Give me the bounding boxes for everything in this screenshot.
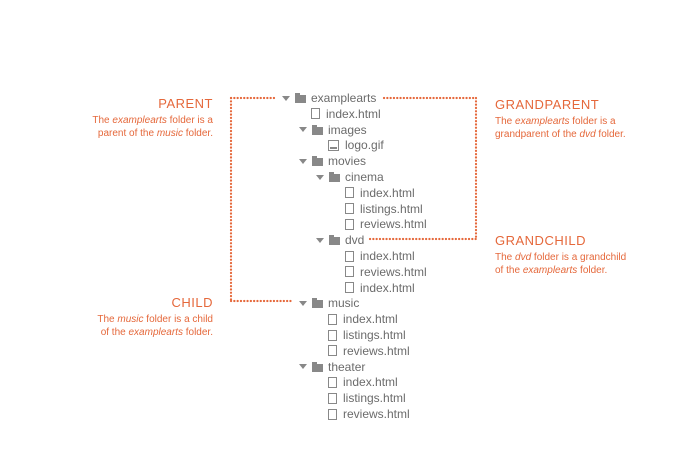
- folder-icon: [329, 235, 340, 246]
- tree-item-label: listings.html: [343, 328, 406, 342]
- caret-down-icon[interactable]: [282, 95, 290, 101]
- caret-down-icon[interactable]: [316, 174, 324, 180]
- tree-row-music-index[interactable]: index.html: [328, 311, 398, 327]
- tree-row-cinema[interactable]: cinema: [316, 169, 384, 185]
- tree-item-label: reviews.html: [360, 217, 427, 232]
- annotation-child-title: CHILD: [171, 295, 213, 310]
- tree-row-cinema-listings[interactable]: listings.html: [345, 201, 423, 217]
- tree-item-label: movies: [328, 154, 367, 169]
- tree-row-dvd[interactable]: dvd: [316, 232, 364, 248]
- caret-down-icon[interactable]: [316, 237, 324, 243]
- tree-row-dvd-index-2[interactable]: index.html: [345, 280, 415, 296]
- tree-row-dvd-index[interactable]: index.html: [345, 248, 415, 264]
- tree-row-examplearts[interactable]: examplearts: [282, 90, 376, 106]
- tree-row-cinema-reviews[interactable]: reviews.html: [345, 216, 427, 232]
- file-icon: [345, 203, 354, 215]
- tree-row-theater-listings[interactable]: listings.html: [328, 390, 406, 406]
- file-icon: [311, 108, 320, 120]
- tree-item-label: dvd: [345, 233, 365, 248]
- caret-down-icon[interactable]: [299, 364, 307, 370]
- file-icon: [328, 392, 337, 404]
- tree-item-label: examplearts: [311, 91, 377, 105]
- folder-icon: [312, 156, 323, 167]
- annotation-grandchild-title: GRANDCHILD: [495, 233, 586, 248]
- tree-item-label: listings.html: [360, 201, 423, 216]
- folder-icon: [329, 172, 340, 182]
- tree-item-label: index.html: [343, 375, 398, 390]
- file-icon: [328, 329, 337, 341]
- tree-item-label: reviews.html: [360, 264, 427, 279]
- caret-down-icon[interactable]: [299, 127, 307, 133]
- annotation-grandchild: GRANDCHILD The dvd folder is a grandchil…: [495, 233, 675, 277]
- tree-item-label: index.html: [360, 280, 415, 295]
- annotation-parent-title: PARENT: [158, 96, 213, 111]
- file-icon: [345, 282, 354, 294]
- tree-row-cinema-index[interactable]: index.html: [345, 185, 415, 201]
- folder-icon: [312, 361, 323, 372]
- tree-item-label: reviews.html: [343, 343, 410, 358]
- tree-row-images[interactable]: images: [299, 122, 367, 138]
- folder-icon: [312, 298, 323, 309]
- image-file-icon: [328, 139, 339, 151]
- tree-item-label: cinema: [345, 170, 384, 184]
- tree-item-label: logo.gif: [345, 138, 384, 153]
- tree-item-label: index.html: [360, 185, 415, 200]
- file-icon: [345, 187, 354, 199]
- tree-row-theater-reviews[interactable]: reviews.html: [328, 406, 410, 422]
- folder-icon: [295, 93, 306, 103]
- tree-row-music[interactable]: music: [299, 295, 359, 311]
- tree-row-movies[interactable]: movies: [299, 153, 366, 169]
- tree-item-label: images: [328, 122, 367, 137]
- tree-row-music-listings[interactable]: listings.html: [328, 327, 406, 343]
- tree-row-theater-index[interactable]: index.html: [328, 374, 398, 390]
- tree-item-label: index.html: [360, 249, 415, 263]
- annotation-grandparent-title: GRANDPARENT: [495, 97, 600, 112]
- tree-item-label: listings.html: [343, 391, 406, 406]
- tree-item-label: reviews.html: [343, 407, 410, 421]
- file-icon: [345, 266, 354, 278]
- tree-item-label: music: [328, 296, 360, 311]
- tree-item-label: index.html: [343, 312, 398, 327]
- tree-row-music-reviews[interactable]: reviews.html: [328, 343, 410, 359]
- file-icon: [328, 408, 337, 420]
- tree-row-examplearts-index[interactable]: index.html: [311, 106, 381, 122]
- file-icon: [345, 218, 354, 230]
- tree-item-label: theater: [328, 359, 366, 374]
- tree-row-dvd-reviews[interactable]: reviews.html: [345, 264, 427, 280]
- caret-down-icon[interactable]: [299, 300, 307, 306]
- tree-row-theater[interactable]: theater: [299, 359, 365, 375]
- file-icon: [328, 345, 337, 357]
- file-icon: [328, 376, 337, 388]
- tree-row-images-logo[interactable]: logo.gif: [328, 137, 384, 153]
- file-icon: [328, 313, 337, 325]
- tree-item-label: index.html: [326, 106, 381, 121]
- caret-down-icon[interactable]: [299, 158, 307, 164]
- file-icon: [345, 250, 354, 262]
- folder-icon: [312, 124, 323, 135]
